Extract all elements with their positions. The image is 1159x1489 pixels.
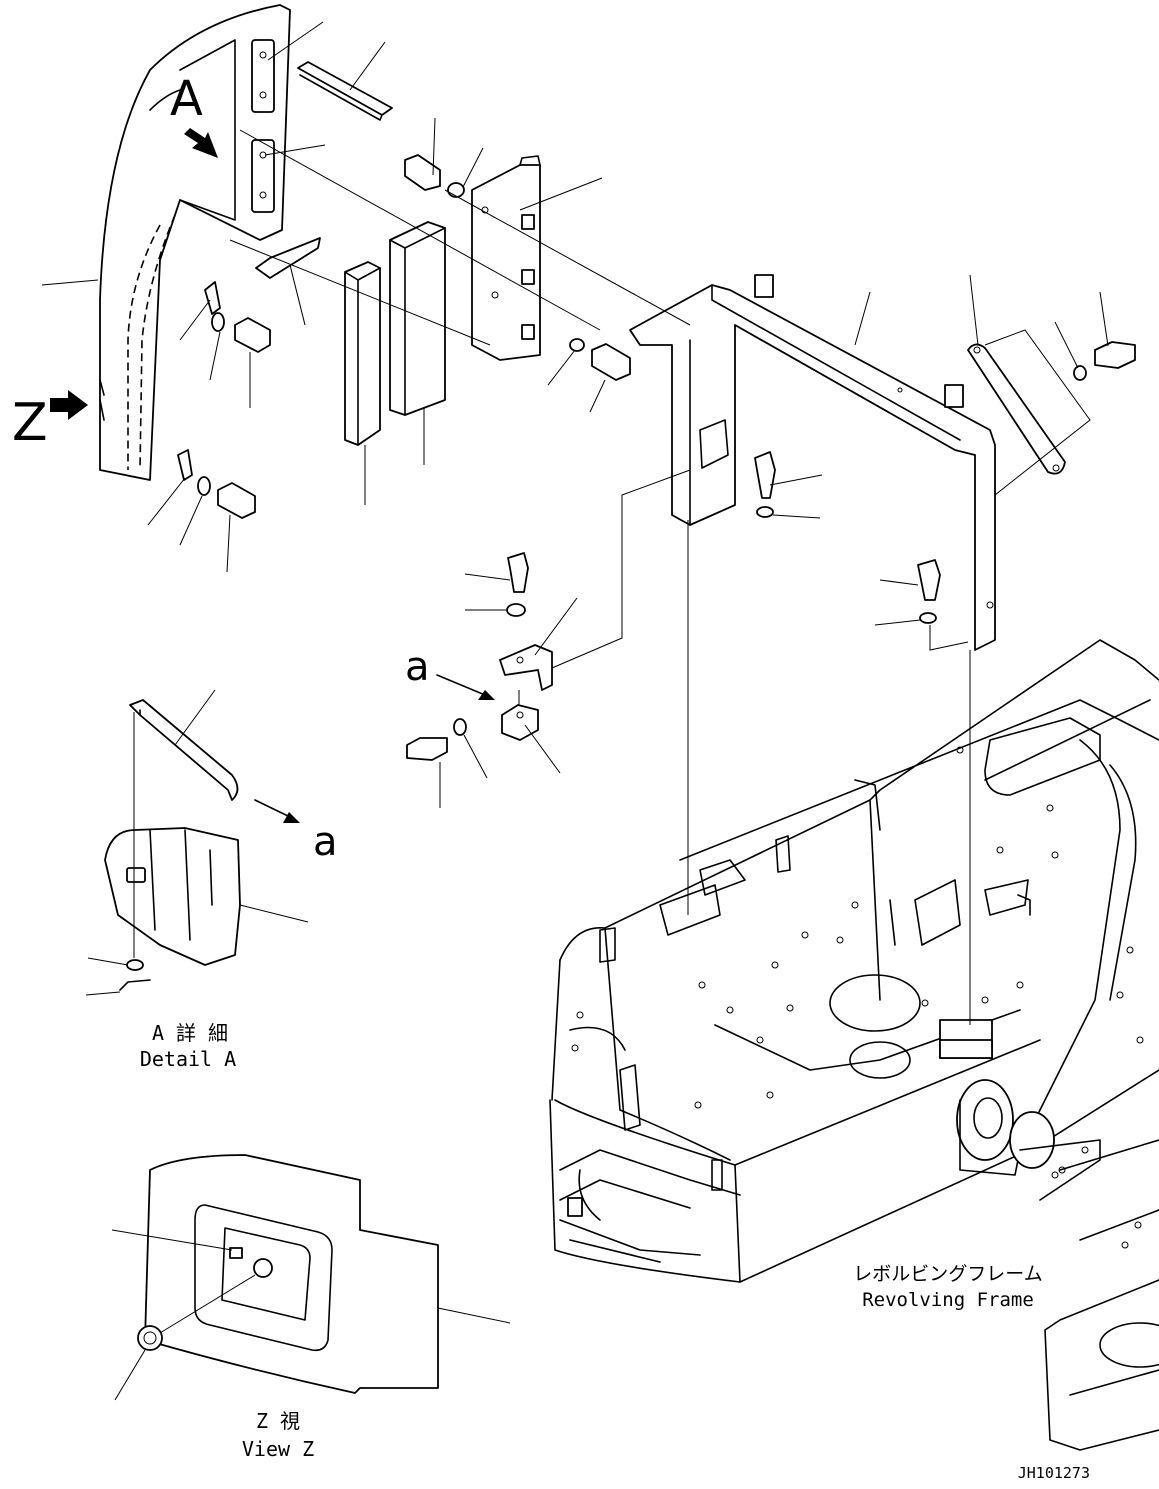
washer [211,312,225,332]
washer [447,182,465,198]
bolt [917,559,941,601]
detail-a-jp: A 詳 細 [152,1021,228,1045]
washer [756,506,774,518]
vertical-bracket [471,155,541,361]
bolt [404,154,441,191]
callout-leaders [41,21,1109,1401]
washer [506,603,526,617]
small-a-bottom: a [313,819,338,865]
stay-bar [967,343,1066,475]
seal-strip-lower [255,237,321,279]
hinge-upper [251,39,275,113]
revolving-frame: レボルビングフレーム Revolving Frame [549,639,1159,1451]
view-z-indicator: Z [12,390,88,453]
washer [1073,365,1087,381]
bolt [234,317,271,353]
washer [919,612,937,624]
view-z-jp: Z 視 [256,1409,300,1433]
bolt [754,451,776,499]
main-support-frame [629,274,996,651]
grommet [137,1325,163,1351]
bolt [591,343,631,381]
washer [569,338,585,352]
view-a-indicator: A [170,71,218,158]
clip [177,449,193,481]
view-z-letter: Z [12,393,48,453]
detail-a-en: Detail A [140,1047,236,1071]
revolving-frame-jp: レボルビングフレーム [853,1263,1042,1285]
arrow-a-indicator: a [405,644,495,700]
mount-bracket-upper [499,644,553,691]
foam-pad-large [389,221,446,416]
small-a-top: a [405,644,430,690]
drawing-code: JH101273 [1018,1464,1090,1482]
arrow-head-icon [478,690,495,700]
bolt [1094,341,1136,369]
view-a-letter: A [170,71,203,127]
washer [453,718,467,736]
view-z-group: Z 視 View Z [137,1154,439,1461]
bolt [217,482,256,519]
view-z-en: View Z [242,1437,314,1461]
washer [197,476,211,496]
assembly-lines [229,129,1091,1025]
detail-a-group: a A 詳 細 Detail A [104,699,338,1071]
foam-pad-small [344,261,381,446]
seal-strip-upper [297,61,393,121]
revolving-frame-en: Revolving Frame [862,1289,1034,1311]
bolt [507,552,529,593]
clip [204,281,221,315]
hinge-lower [251,139,275,213]
bolt [406,737,448,761]
side-cover-panel [99,4,291,481]
frame-holes [571,746,1144,1249]
view-z-arrow-icon [50,390,88,420]
arrow-head-icon [283,812,300,823]
view-a-arrow-icon [184,128,218,158]
